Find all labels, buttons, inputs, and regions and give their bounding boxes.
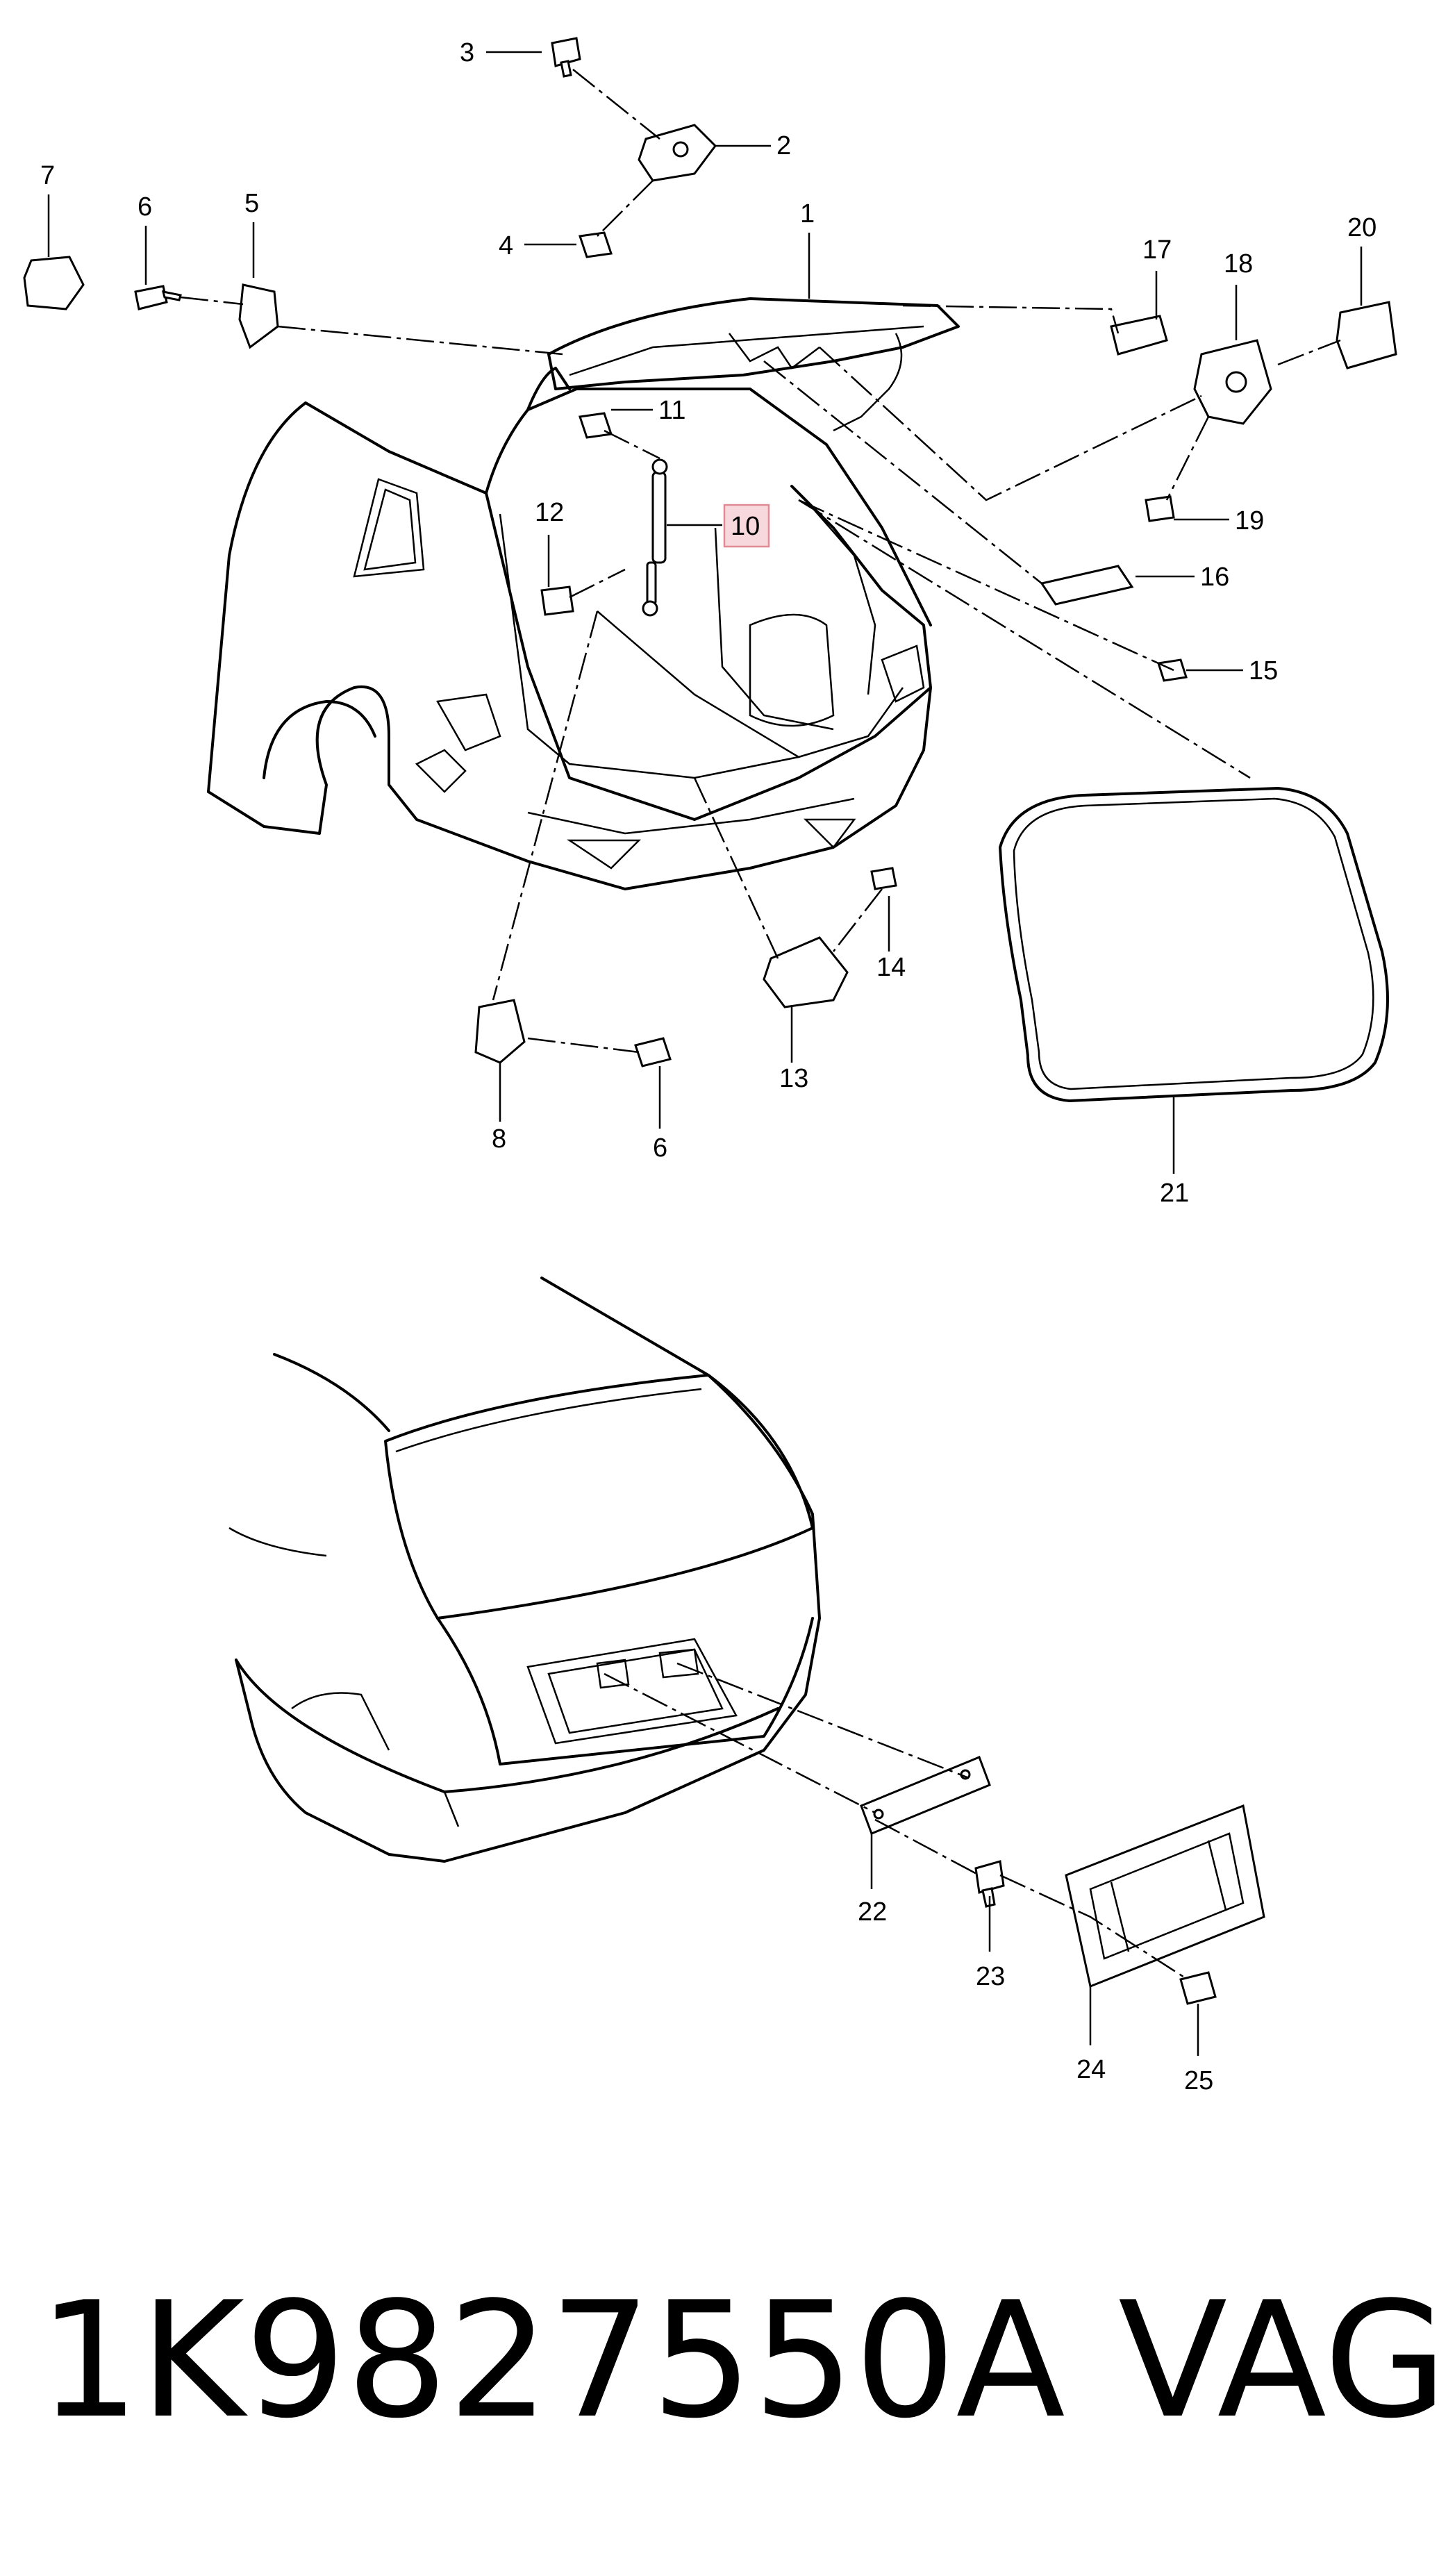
bolt-part-3: [551, 37, 581, 78]
latch-part-18: [1193, 339, 1272, 425]
bumper-stop-part-5: [238, 283, 279, 349]
car-body-rear-closed: [228, 1277, 821, 1863]
screw-part-25: [1179, 1971, 1217, 2005]
callout-13: 13: [779, 1064, 808, 1093]
bushing-part-11: [579, 412, 613, 439]
callout-22: 22: [858, 1897, 887, 1927]
callout-12: 12: [535, 498, 564, 527]
tailgate-seal: [999, 787, 1389, 1102]
callout-24: 24: [1076, 2055, 1106, 2084]
screw-part-6-bottom: [634, 1037, 672, 1067]
callout-8: 8: [492, 1124, 506, 1154]
callout-2: 2: [776, 131, 791, 160]
plate-bracket-part-22: [860, 1756, 991, 1835]
callout-10: 10: [731, 512, 760, 541]
switch-part-17: [1110, 315, 1168, 356]
plate-holder-part-24: [1065, 1804, 1265, 1988]
lock-part-13: [763, 936, 849, 1008]
bracket-part-20: [1336, 301, 1397, 369]
callout-5: 5: [244, 189, 259, 218]
callout-15: 15: [1249, 656, 1278, 685]
callout-19: 19: [1235, 506, 1264, 535]
bushing-part-12: [540, 585, 574, 616]
callout-3: 3: [460, 38, 474, 67]
callout-18: 18: [1224, 249, 1253, 279]
callout-4: 4: [499, 231, 513, 260]
screw-part-19: [1145, 495, 1175, 522]
handle-part-16: [1040, 565, 1134, 606]
nut-part-4: [579, 231, 613, 258]
callout-6-bottom: 6: [653, 1133, 667, 1163]
callout-7: 7: [40, 161, 55, 190]
clip-part-23: [974, 1860, 1005, 1908]
cap-part-7: [23, 256, 85, 310]
callout-25: 25: [1184, 2066, 1213, 2095]
assembly-lines-lower: [604, 1662, 1188, 1981]
car-body-rear-open: [207, 388, 932, 890]
highlight-box-10: [723, 504, 770, 548]
callout-17: 17: [1142, 235, 1172, 265]
callout-6-top: 6: [138, 192, 152, 222]
callout-leaders-lower: [870, 1834, 1199, 2056]
callout-21: 21: [1160, 1179, 1189, 1208]
gas-strut: [642, 458, 668, 617]
callout-11: 11: [658, 396, 685, 425]
callout-16: 16: [1200, 563, 1229, 592]
callout-14: 14: [876, 953, 906, 982]
callout-leaders-upper: [47, 51, 1363, 1174]
screw-part-6-top: [134, 285, 182, 310]
footer: 1K9827550A VAG: [38, 2268, 1439, 2454]
part-number: 1K9827550A: [38, 2268, 1065, 2454]
hinge-part-2: [638, 124, 717, 182]
callout-23: 23: [976, 1962, 1005, 1991]
tailgate: [526, 297, 960, 432]
screw-part-14: [870, 867, 897, 890]
callout-20: 20: [1347, 213, 1376, 242]
callout-1: 1: [800, 199, 815, 228]
buffer-part-8: [474, 999, 526, 1064]
brand-label: VAG: [1118, 2268, 1439, 2454]
assembly-lines-upper: [180, 69, 1341, 1054]
